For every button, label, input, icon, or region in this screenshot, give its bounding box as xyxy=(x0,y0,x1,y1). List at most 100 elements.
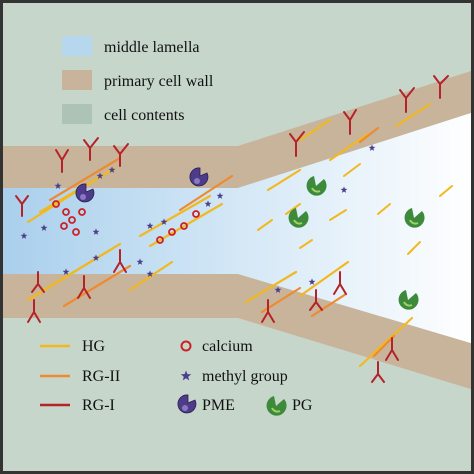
lower-primary-wall xyxy=(0,274,474,390)
methyl-star xyxy=(96,172,104,179)
pme-enzyme xyxy=(189,167,209,187)
rg-ii-chain xyxy=(48,156,122,202)
methyl-star xyxy=(204,200,212,207)
rg-i-branch xyxy=(83,137,99,161)
hg-chain xyxy=(298,118,332,142)
hg-chain xyxy=(328,132,370,162)
legend-pg: PG xyxy=(292,397,313,414)
hg-fragment xyxy=(299,239,313,249)
hg-fragment xyxy=(343,163,361,177)
methyl-star xyxy=(20,232,28,239)
hg-chain xyxy=(42,242,122,292)
hg-fragment xyxy=(329,209,347,221)
rg-i-branch xyxy=(343,109,357,135)
legend-hg: HG xyxy=(82,338,106,355)
legend-rg-ii: RG-II xyxy=(82,368,120,385)
rg-i-branch xyxy=(77,275,91,299)
legend-calcium: calcium xyxy=(202,338,253,355)
legend-middle-lamella: middle lamella xyxy=(104,39,200,56)
hg-fragment xyxy=(285,203,301,215)
rg-i-branch xyxy=(113,249,127,273)
calcium-ion xyxy=(192,210,200,218)
rg-i-branches xyxy=(15,75,449,383)
calcium-ion xyxy=(60,222,68,230)
hg-fragment xyxy=(407,241,421,255)
middle-lamella xyxy=(0,112,474,344)
methyl-star xyxy=(216,192,224,199)
methyl-star xyxy=(40,224,48,231)
rg-i-branch xyxy=(385,337,399,361)
rg-i-branch xyxy=(27,299,41,323)
rg-i-branch xyxy=(261,299,275,323)
legend-methyl-group: methyl group xyxy=(202,368,288,385)
methyl-star xyxy=(136,258,144,265)
hg-chain xyxy=(138,194,212,238)
methyl-star xyxy=(146,222,154,229)
rg-i-branch xyxy=(15,195,29,217)
hg-fragment xyxy=(439,185,453,197)
pg-enzyme xyxy=(398,290,419,310)
calcium-ion xyxy=(72,228,80,236)
hg-chain xyxy=(266,168,302,192)
rg-ii-chain xyxy=(358,126,380,144)
pg-enzyme xyxy=(306,176,327,196)
pme-legend-icon xyxy=(177,394,197,414)
calcium-ion xyxy=(156,236,164,244)
calcium-ion xyxy=(52,200,60,208)
pg-legend-icon xyxy=(266,396,287,416)
cell-contents-swatch xyxy=(62,104,92,124)
legend-primary-cell-wall: primary cell wall xyxy=(104,73,214,90)
hg-fragment xyxy=(257,219,273,231)
calcium-ions xyxy=(52,200,200,244)
hg-chain xyxy=(244,270,298,304)
calcium-ion xyxy=(180,222,188,230)
methyl-star xyxy=(62,268,70,275)
rg-ii-chain xyxy=(178,174,234,212)
methyl-star xyxy=(308,278,316,285)
calcium-ion xyxy=(168,228,176,236)
rg-i-branch xyxy=(433,75,449,99)
methyl-star xyxy=(92,228,100,235)
legend-cell-contents: cell contents xyxy=(104,107,184,124)
rg-ii-chain xyxy=(62,264,132,308)
rg-i-branch xyxy=(309,289,323,311)
rg-i-branch xyxy=(399,87,415,113)
hg-chain xyxy=(394,102,432,128)
methyl-star xyxy=(368,144,376,151)
pg-enzyme xyxy=(404,208,425,228)
rg-i-branch xyxy=(333,271,347,295)
rg-i-branch xyxy=(55,149,69,173)
methyl-star xyxy=(160,218,168,225)
rg-i-branch xyxy=(31,271,45,293)
methyl-star xyxy=(92,254,100,261)
methyl-star xyxy=(274,286,282,293)
legend-pme: PME xyxy=(202,397,235,414)
region-legend: middle lamella primary cell wall cell co… xyxy=(62,36,214,124)
rg-ii-chain xyxy=(372,334,396,358)
rg-ii-chain xyxy=(310,292,348,318)
legend-rg-i: RG-I xyxy=(82,397,115,414)
methyl-groups xyxy=(20,144,376,293)
hg-fragment xyxy=(377,203,391,215)
hg-chain xyxy=(358,316,414,368)
methyl-star xyxy=(54,182,62,189)
rg-i-branch xyxy=(289,131,305,157)
pg-enzyme xyxy=(288,208,309,228)
middle-lamella-swatch xyxy=(62,36,92,56)
methyl-star xyxy=(108,166,116,173)
methyl-group-legend-icon xyxy=(180,370,192,381)
pme-enzyme xyxy=(75,183,95,203)
pg-enzymes xyxy=(288,176,425,310)
calcium-ion xyxy=(68,216,76,224)
pme-enzymes xyxy=(75,167,209,203)
methyl-star xyxy=(146,270,154,277)
component-legend: HG RG-II RG-I calcium methyl group PME P… xyxy=(40,338,313,416)
hg-chain xyxy=(298,260,350,298)
primary-cell-wall-swatch xyxy=(62,70,92,90)
rg-i-branch xyxy=(113,143,129,167)
calcium-ion xyxy=(62,208,70,216)
calcium-ion xyxy=(78,208,86,216)
